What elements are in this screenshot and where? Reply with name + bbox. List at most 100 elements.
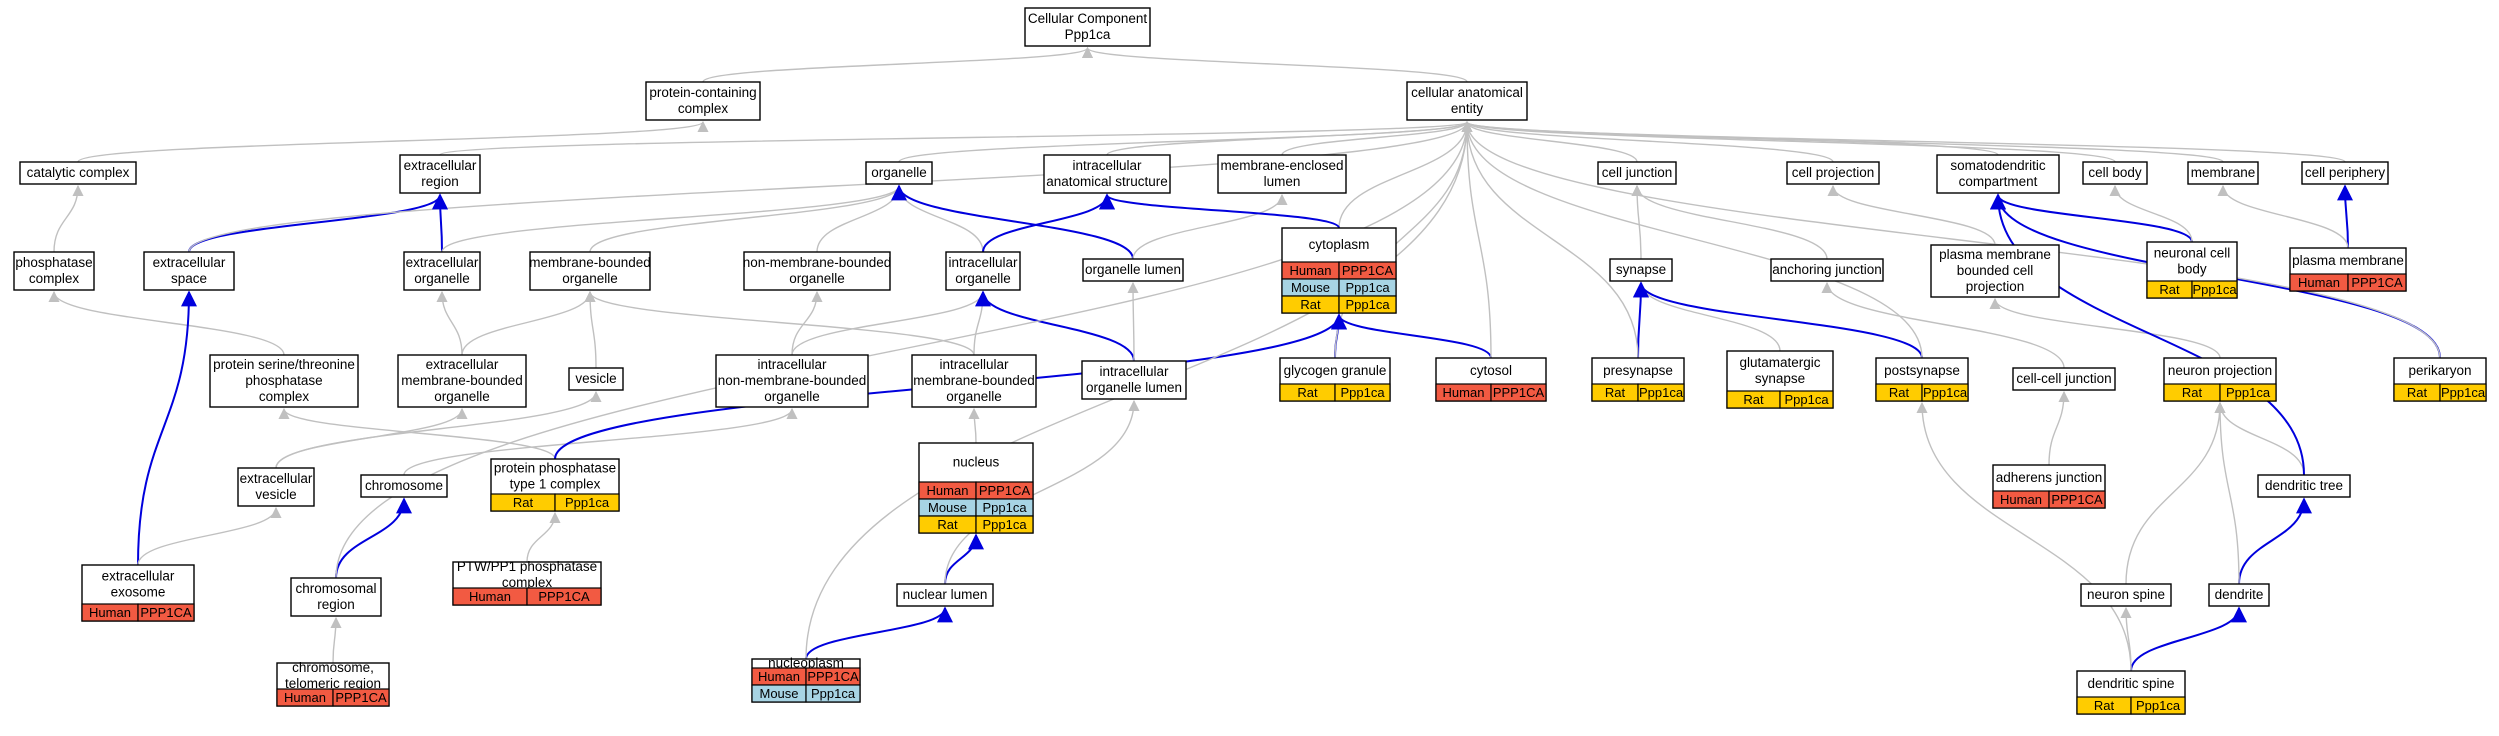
node-label: extracellular: [404, 158, 477, 173]
go-term-node-inmbo[interactable]: intracellularnon-membrane-boundedorganel…: [715, 354, 869, 408]
node-box: [568, 367, 624, 391]
go-term-node-cp[interactable]: cell projection: [1786, 161, 1880, 185]
edge-np-to-pmbcp: [1989, 297, 2221, 359]
node-label: plasma membrane: [1939, 247, 2051, 262]
node-box: [1406, 81, 1528, 121]
edge-catc-to-pcc: [77, 120, 709, 163]
node-label: anchoring junction: [1772, 262, 1882, 277]
node-box: [865, 161, 933, 185]
node-box: [2301, 161, 2389, 185]
go-term-node-chr[interactable]: chromosome: [360, 474, 448, 498]
go-term-node-dt[interactable]: dendritic tree: [2257, 474, 2351, 498]
go-term-node-pstp[interactable]: protein serine/threoninephosphatasecompl…: [209, 354, 359, 408]
go-term-node-catc[interactable]: catalytic complex: [19, 161, 137, 185]
go-term-node-cj[interactable]: cell junction: [1597, 161, 1677, 185]
go-term-node-ves[interactable]: vesicle: [568, 367, 624, 391]
edge-ncb-to-sdc: [1990, 193, 2193, 243]
go-term-node-org[interactable]: organelle: [865, 161, 933, 185]
gene-label: Ppp1ca: [1784, 392, 1829, 407]
edge-pm-to-cper: [2337, 184, 2354, 249]
gene-cell: [554, 493, 620, 512]
gene-cell: [1637, 383, 1685, 402]
node-box: [2208, 583, 2270, 607]
node-box: [143, 251, 235, 291]
gene-label: PPP1CA: [335, 690, 387, 705]
edge-cae-to-root: [1082, 46, 1468, 83]
edge-cper-to-cae: [1461, 120, 2346, 163]
node-box: [2080, 583, 2172, 607]
go-term-node-aj[interactable]: anchoring junction: [1770, 258, 1884, 282]
go-term-node-syn[interactable]: synapse: [1609, 258, 1673, 282]
gene-cell: [332, 688, 390, 707]
go-term-node-den[interactable]: dendrite: [2208, 583, 2270, 607]
node-box: [1609, 258, 1673, 282]
species-label: Rat: [1605, 385, 1626, 400]
gene-cell: [1921, 383, 1969, 402]
gene-label: Ppp1ca: [982, 500, 1027, 515]
go-term-node-ns[interactable]: neuron spine: [2080, 583, 2172, 607]
gene-label: Ppp1ca: [565, 495, 610, 510]
node-label: postsynapse: [1884, 363, 1960, 378]
node-label: projection: [1966, 279, 2025, 294]
species-label: Mouse: [928, 500, 967, 515]
edge-ico-to-ias: [982, 193, 1115, 253]
species-label: Rat: [513, 495, 534, 510]
node-label: region: [421, 174, 459, 189]
node-box: [2082, 161, 2148, 185]
gene-cell: [2439, 383, 2487, 402]
node-label: vesicle: [255, 487, 296, 502]
go-term-node-cper[interactable]: cell periphery: [2301, 161, 2389, 185]
species-label: Human: [1290, 263, 1332, 278]
go-term-node-nl[interactable]: nuclear lumen: [896, 583, 994, 607]
edge-peri-to-cae: [1461, 120, 2441, 359]
node-label: plasma membrane: [2292, 253, 2404, 268]
go-term-node-cb[interactable]: cell body: [2082, 161, 2148, 185]
go-term-node-orgl[interactable]: organelle lumen: [1082, 258, 1184, 282]
node-label: non-membrane-bounded: [718, 373, 867, 388]
node-box: [945, 251, 1021, 291]
go-term-node-ccj[interactable]: cell-cell junction: [2012, 367, 2116, 391]
go-term-node-mem[interactable]: membrane: [2187, 161, 2259, 185]
node-box: [1930, 244, 2060, 298]
node-label: intracellular: [939, 357, 1009, 372]
edge-ptw-to-pp1: [526, 511, 561, 563]
